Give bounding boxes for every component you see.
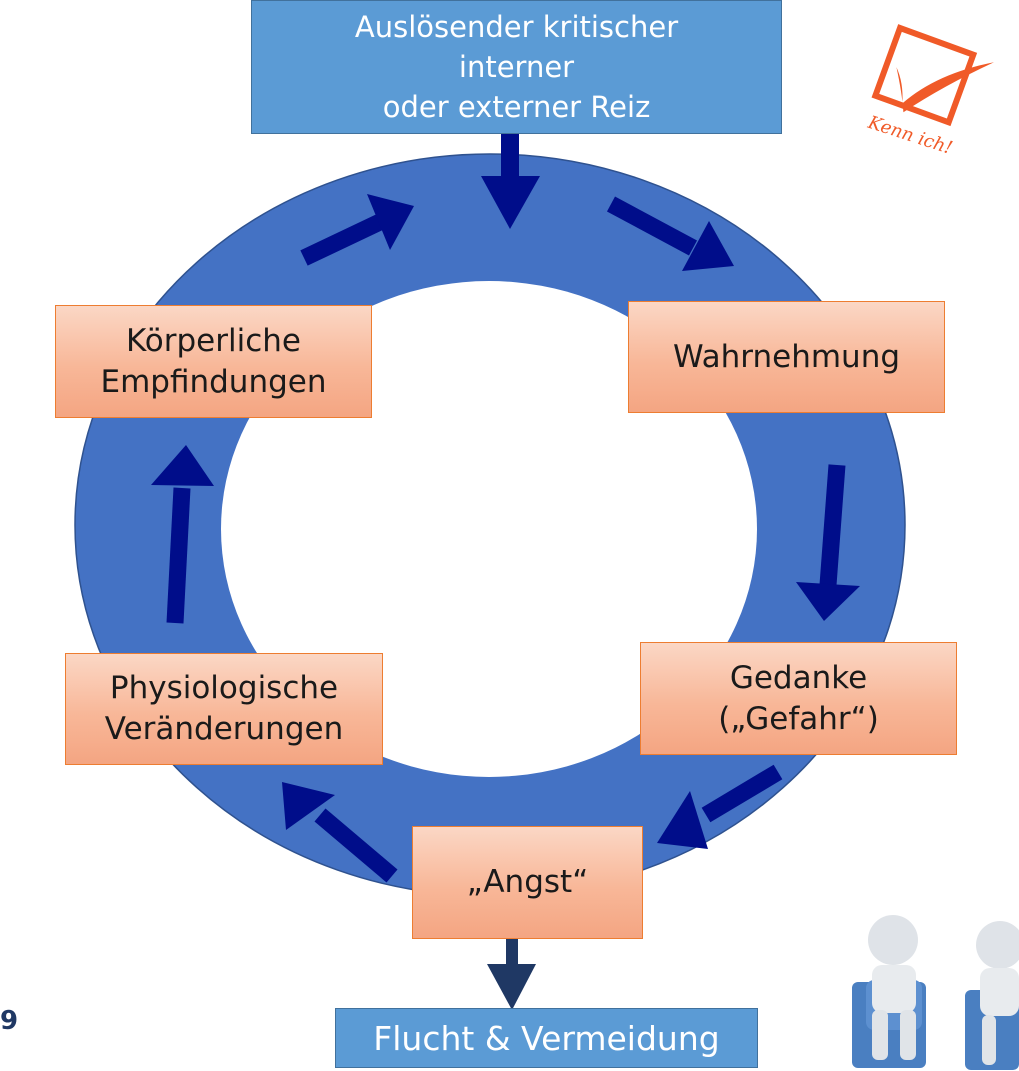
arrow-to-gedanke [796, 464, 860, 621]
arrow-to-koerper [151, 445, 214, 624]
node-gedanke: Gedanke („Gefahr“) [640, 642, 957, 755]
trigger-arrow [481, 130, 540, 229]
node-wahrnehmung: Wahrnehmung [628, 301, 945, 413]
arrow-to-physio [282, 782, 398, 883]
cycle-ring [74, 153, 906, 897]
node-angst: „Angst“ [412, 826, 643, 939]
slide-number: 9 [0, 1006, 19, 1036]
outcome-box: Flucht & Vermeidung [335, 1008, 758, 1068]
node-physiologische-veraenderungen: Physiologische Veränderungen [65, 653, 383, 765]
arrow-to-angst [657, 764, 783, 849]
trigger-box: Auslösender kritischer interner oder ext… [251, 0, 782, 134]
arrow-to-trigger-junction [300, 194, 414, 266]
people-chairs-icon [852, 915, 1019, 1070]
node-koerperliche-empfindungen: Körperliche Empfindungen [55, 305, 372, 418]
outcome-arrow [487, 929, 536, 1010]
checkbox-stamp-icon [871, 24, 994, 127]
arrow-to-wahrnehmung [606, 196, 734, 271]
